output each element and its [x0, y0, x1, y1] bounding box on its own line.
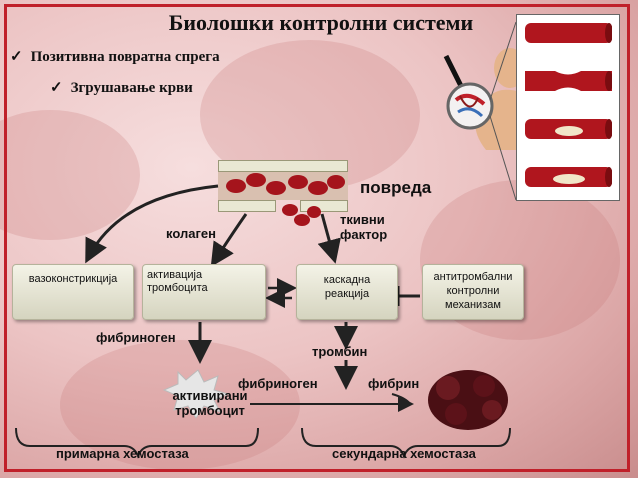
secondary-brace — [301, 427, 511, 459]
secondary-hemostasis-label: секундарна хемостаза — [332, 446, 476, 461]
bullet-positive-feedback: ✓ Позитивна повратна спрега — [10, 47, 220, 66]
clot-icon — [525, 167, 612, 187]
cascade-box: каскадна реакција — [296, 264, 398, 320]
bullet-text: Позитивна повратна спрега — [30, 49, 220, 65]
vessel-wall-bottom-left — [218, 200, 276, 212]
antithrombotic-box: антитромбални контролни механизам — [422, 264, 524, 320]
magnifier-icon — [443, 54, 494, 130]
clot-icon — [428, 370, 508, 430]
platelet-activation-box: активација тромбоцита — [142, 264, 266, 320]
thrombin-label: тромбин — [312, 344, 368, 359]
arrow-fibrin-merge — [391, 393, 411, 405]
check-icon: ✓ — [50, 80, 63, 96]
bullet-text: Згрушавање крви — [70, 80, 193, 96]
box-label: активација тромбоцита — [147, 269, 208, 294]
arrow-tissue-factor — [317, 213, 341, 264]
vessel-wall-top — [218, 160, 348, 172]
tissue-factor-label: ткивни фактор — [340, 212, 388, 242]
bullet-blood-clotting: ✓ Згрушавање крви — [50, 78, 193, 97]
vessel-inset-panel — [516, 14, 620, 201]
zoom-line — [489, 115, 517, 201]
injury-label: повреда — [360, 178, 432, 197]
vasoconstriction-box: вазоконстрикција — [12, 264, 134, 320]
zoom-line — [489, 21, 517, 101]
slide-title: Биолошки контролни системи — [168, 10, 474, 35]
blood-vessel-icon — [525, 23, 612, 43]
primary-hemostasis-label: примарна хемостаза — [56, 446, 189, 461]
check-icon: ✓ — [10, 49, 23, 65]
activated-platelets-label: активирани тромбоцит — [172, 388, 248, 418]
red-blood-cells — [226, 173, 345, 226]
activated-platelets-icon — [162, 369, 230, 419]
arrow-to-vasoconstriction — [85, 184, 219, 264]
background-cell — [0, 110, 140, 240]
box-label: вазоконстрикција — [28, 273, 118, 285]
blood-vessel-icon — [525, 71, 612, 91]
fibrinogen-label-1: фибриноген — [96, 330, 176, 345]
box-label: каскадна реакција — [323, 274, 371, 300]
box-label: антитромбални контролни механизам — [433, 271, 513, 311]
fibrinogen-label-2: фибриноген — [238, 376, 318, 391]
platelet-icon — [525, 119, 612, 139]
fibrin-label: фибрин — [368, 376, 420, 391]
collagen-label: колаген — [166, 226, 216, 241]
primary-brace — [15, 427, 259, 459]
arrow-collagen — [210, 213, 248, 268]
